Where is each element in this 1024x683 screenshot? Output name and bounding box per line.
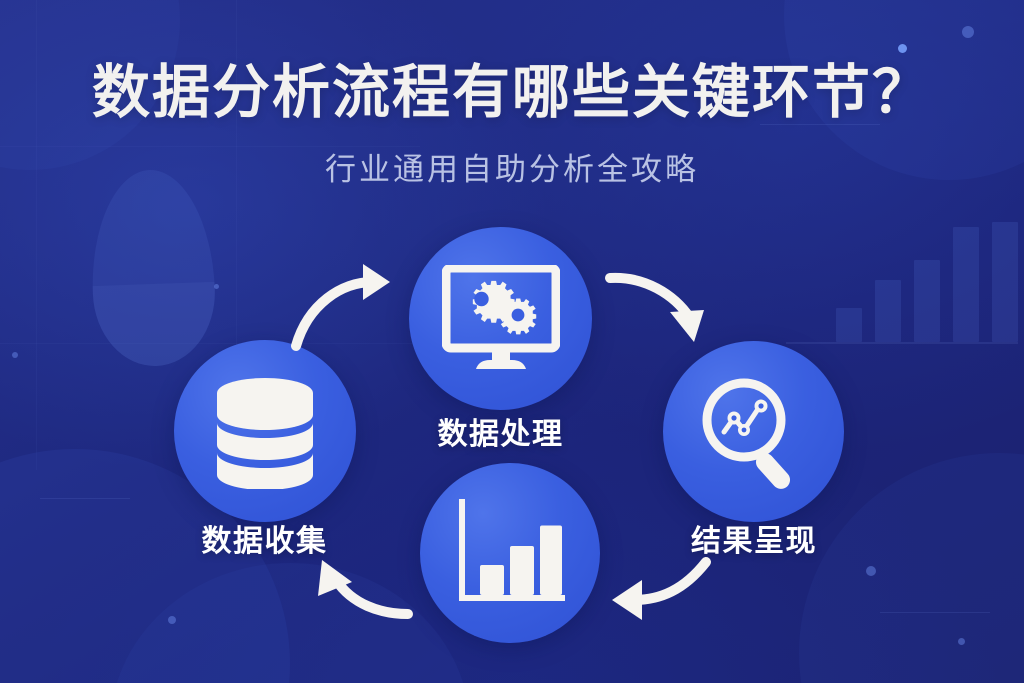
page-subtitle: 行业通用自助分析全攻略 bbox=[325, 151, 699, 188]
curved-arrow-icon bbox=[318, 560, 413, 619]
bar-chart-icon bbox=[459, 499, 565, 601]
curved-arrow-icon bbox=[291, 264, 390, 351]
cycle-label-data-processing: 数据处理 bbox=[437, 417, 564, 452]
database-icon bbox=[217, 378, 313, 489]
curved-arrow-icon bbox=[612, 557, 711, 620]
magnifier-line-chart-icon bbox=[702, 378, 790, 489]
title-block: 数据分析流程有哪些关键环节？ 行业通用自助分析全攻略 bbox=[0, 0, 1024, 189]
cycle-node-circle-data-processing[interactable] bbox=[409, 227, 592, 410]
process-cycle-diagram: 数据处理 数据收集 bbox=[0, 206, 1024, 656]
cycle-node-circle-data-collection[interactable] bbox=[174, 340, 356, 522]
cycle-node-circle-result-chart[interactable] bbox=[420, 463, 600, 643]
cycle-label-result-presentation: 结果呈现 bbox=[691, 524, 817, 559]
cycle-arrow-present-to-chart bbox=[598, 552, 713, 646]
page-title: 数据分析流程有哪些关键环节？ bbox=[91, 58, 932, 126]
monitor-gears-icon bbox=[441, 264, 560, 369]
cycle-arrow-collect-to-process bbox=[290, 252, 400, 361]
cycle-arrow-process-to-present bbox=[604, 256, 716, 365]
cycle-node-circle-result-presentation[interactable] bbox=[663, 341, 844, 522]
curved-arrow-icon bbox=[605, 272, 704, 342]
cycle-label-data-collection: 数据收集 bbox=[201, 524, 328, 559]
cycle-arrow-chart-to-collect bbox=[300, 552, 415, 648]
